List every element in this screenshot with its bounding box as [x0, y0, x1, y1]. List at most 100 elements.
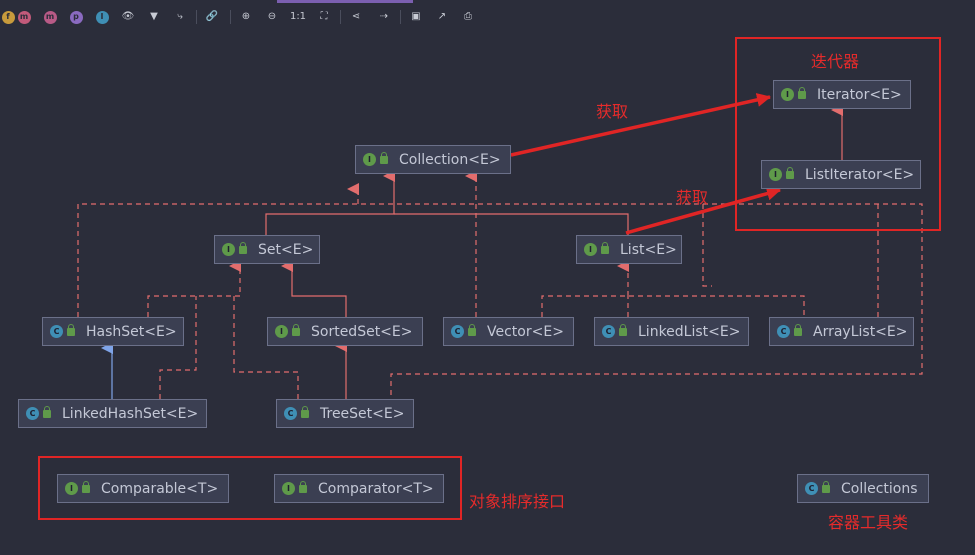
- node-collection[interactable]: I Collection<E>: [355, 145, 511, 174]
- node-label: SortedSet<E>: [311, 323, 413, 340]
- lock-icon: [299, 480, 307, 493]
- lock-icon: [82, 480, 90, 493]
- obtain-label-2: 获取: [676, 188, 709, 207]
- node-label: Iterator<E>: [817, 86, 902, 103]
- print-icon[interactable]: ⎙: [464, 11, 472, 22]
- node-label: HashSet<E>: [86, 323, 177, 340]
- lock-icon: [301, 405, 309, 418]
- class-icon: C: [284, 407, 297, 420]
- arrow-icon[interactable]: ⇢: [379, 11, 389, 22]
- lock-icon: [601, 241, 609, 254]
- interface-icon: I: [769, 168, 782, 181]
- zoom-in-icon[interactable]: ⊕: [241, 11, 251, 22]
- interface-icon: I: [584, 243, 597, 256]
- toolbar-separator: [230, 10, 231, 24]
- class-icon: C: [777, 325, 790, 338]
- zoom-out-icon[interactable]: ⊖: [267, 11, 277, 22]
- sort-interfaces-box: [38, 456, 462, 520]
- sort-interfaces-label: 对象排序接口: [469, 492, 566, 511]
- save-icon[interactable]: ▣: [411, 11, 421, 22]
- actual-size-icon[interactable]: 1:1: [289, 11, 307, 22]
- toolbar-separator: [340, 10, 341, 24]
- lock-icon: [43, 405, 51, 418]
- node-iterator[interactable]: I Iterator<E>: [773, 80, 911, 109]
- class-icon: C: [50, 325, 63, 338]
- node-hashset[interactable]: C HashSet<E>: [42, 317, 184, 346]
- node-label: Collections: [841, 480, 918, 497]
- fields-filter-icon[interactable]: f: [0, 9, 16, 25]
- obtain-label-1: 获取: [596, 102, 629, 121]
- node-list-iterator[interactable]: I ListIterator<E>: [761, 160, 921, 189]
- properties-filter-icon[interactable]: p: [68, 9, 84, 25]
- export-icon[interactable]: ↗: [437, 11, 447, 22]
- node-label: LinkedList<E>: [638, 323, 741, 340]
- toolbar-separator: [400, 10, 401, 24]
- lock-icon: [67, 323, 75, 336]
- node-label: LinkedHashSet<E>: [62, 405, 199, 422]
- lock-icon: [239, 241, 247, 254]
- inner-classes-filter-icon[interactable]: I: [94, 9, 110, 25]
- node-treeset[interactable]: C TreeSet<E>: [276, 399, 414, 428]
- node-linkedhashset[interactable]: C LinkedHashSet<E>: [18, 399, 207, 428]
- lock-icon: [798, 86, 806, 99]
- node-label: Vector<E>: [487, 323, 564, 340]
- lock-icon: [822, 480, 830, 493]
- node-comparator[interactable]: I Comparator<T>: [274, 474, 444, 503]
- node-label: List<E>: [620, 241, 677, 258]
- interface-icon: I: [781, 88, 794, 101]
- fit-content-icon[interactable]: ⛶: [320, 11, 328, 22]
- iterator-group-box: [735, 37, 941, 231]
- node-label: TreeSet<E>: [320, 405, 405, 422]
- iterator-group-label: 迭代器: [811, 52, 860, 71]
- annotation-arrows: [510, 93, 781, 235]
- interface-icon: I: [282, 482, 295, 495]
- lock-icon: [380, 151, 388, 164]
- edge-set-collection: [265, 170, 395, 235]
- methods-filter-icon[interactable]: m: [16, 9, 32, 25]
- node-label: ArrayList<E>: [813, 323, 908, 340]
- node-arraylist[interactable]: C ArrayList<E>: [769, 317, 914, 346]
- edge-treeset-set: [233, 296, 299, 399]
- lock-icon: [794, 323, 802, 336]
- eye-icon[interactable]: 👁: [121, 11, 135, 22]
- implements-edges: [77, 170, 923, 399]
- lock-icon: [292, 323, 300, 336]
- lock-icon: [468, 323, 476, 336]
- inner-classes-filter-glyph: I: [95, 10, 109, 24]
- interface-icon: I: [222, 243, 235, 256]
- obtain-arrow-iterator: [510, 93, 771, 157]
- node-comparable[interactable]: I Comparable<T>: [57, 474, 229, 503]
- node-sortedset[interactable]: I SortedSet<E>: [267, 317, 423, 346]
- node-list[interactable]: I List<E>: [576, 235, 682, 264]
- properties-filter-glyph: p: [69, 10, 83, 24]
- lock-icon: [619, 323, 627, 336]
- funnel-icon[interactable]: ▼: [150, 11, 158, 22]
- node-set[interactable]: I Set<E>: [214, 235, 320, 264]
- edge-lists-list: [541, 295, 805, 317]
- edge-hashset-collection: [77, 203, 923, 399]
- interface-icon: I: [275, 325, 288, 338]
- class-icon: C: [805, 482, 818, 495]
- class-icon: C: [26, 407, 39, 420]
- toolbar-separator: [196, 10, 197, 24]
- node-linkedlist[interactable]: C LinkedList<E>: [594, 317, 749, 346]
- node-vector[interactable]: C Vector<E>: [443, 317, 574, 346]
- edge-hashset-set: [147, 260, 241, 317]
- extends-edges: [265, 104, 843, 399]
- share-icon[interactable]: ⋖: [351, 11, 361, 22]
- fields-filter-glyph: f: [1, 10, 15, 24]
- interface-icon: I: [363, 153, 376, 166]
- node-label: Collection<E>: [399, 151, 501, 168]
- link-icon[interactable]: 🔗: [205, 11, 219, 22]
- node-collections[interactable]: C Collections: [797, 474, 929, 503]
- constructors-filter-glyph: m: [43, 10, 57, 24]
- class-icon: C: [451, 325, 464, 338]
- edge-right-loop: [702, 204, 712, 287]
- active-tab-indicator: [277, 0, 413, 3]
- class-icon: C: [602, 325, 615, 338]
- node-label: Comparable<T>: [101, 480, 219, 497]
- constructors-filter-icon[interactable]: m: [42, 9, 58, 25]
- route-icon[interactable]: ⤷: [177, 11, 183, 22]
